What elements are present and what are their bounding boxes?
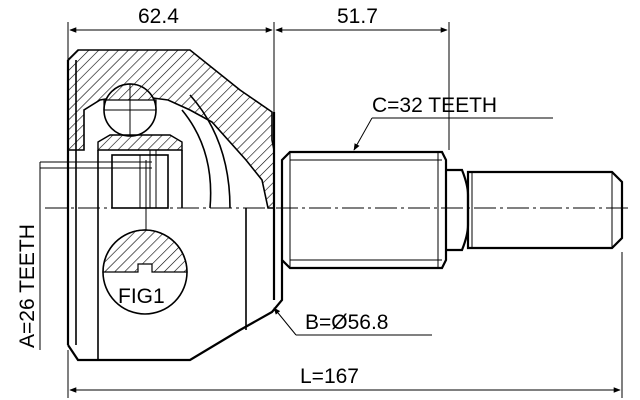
outer-race-housing bbox=[66, 49, 284, 362]
seal-diameter-label: B=Ø56.8 bbox=[305, 311, 388, 334]
figure-detail: FIG1 bbox=[102, 160, 188, 315]
dimension-overall-length: L=167 bbox=[67, 252, 623, 398]
output-shaft bbox=[280, 150, 624, 270]
callout-outer-spline: C=32 TEETH bbox=[353, 94, 553, 151]
outer-spline-label: C=32 TEETH bbox=[372, 94, 497, 117]
figure-label: FIG1 bbox=[118, 285, 165, 308]
overall-length-value: L=167 bbox=[300, 365, 359, 388]
dimension-shaft-length: 51.7 bbox=[275, 5, 450, 150]
shaft-length-value: 51.7 bbox=[337, 5, 378, 28]
inner-spline-label: A=26 TEETH bbox=[16, 224, 39, 348]
housing-length-value: 62.4 bbox=[138, 5, 179, 28]
ball-cage-section bbox=[97, 83, 231, 209]
callout-inner-spline: A=26 TEETH bbox=[16, 161, 152, 350]
callout-seal-diameter: B=Ø56.8 bbox=[273, 307, 432, 336]
